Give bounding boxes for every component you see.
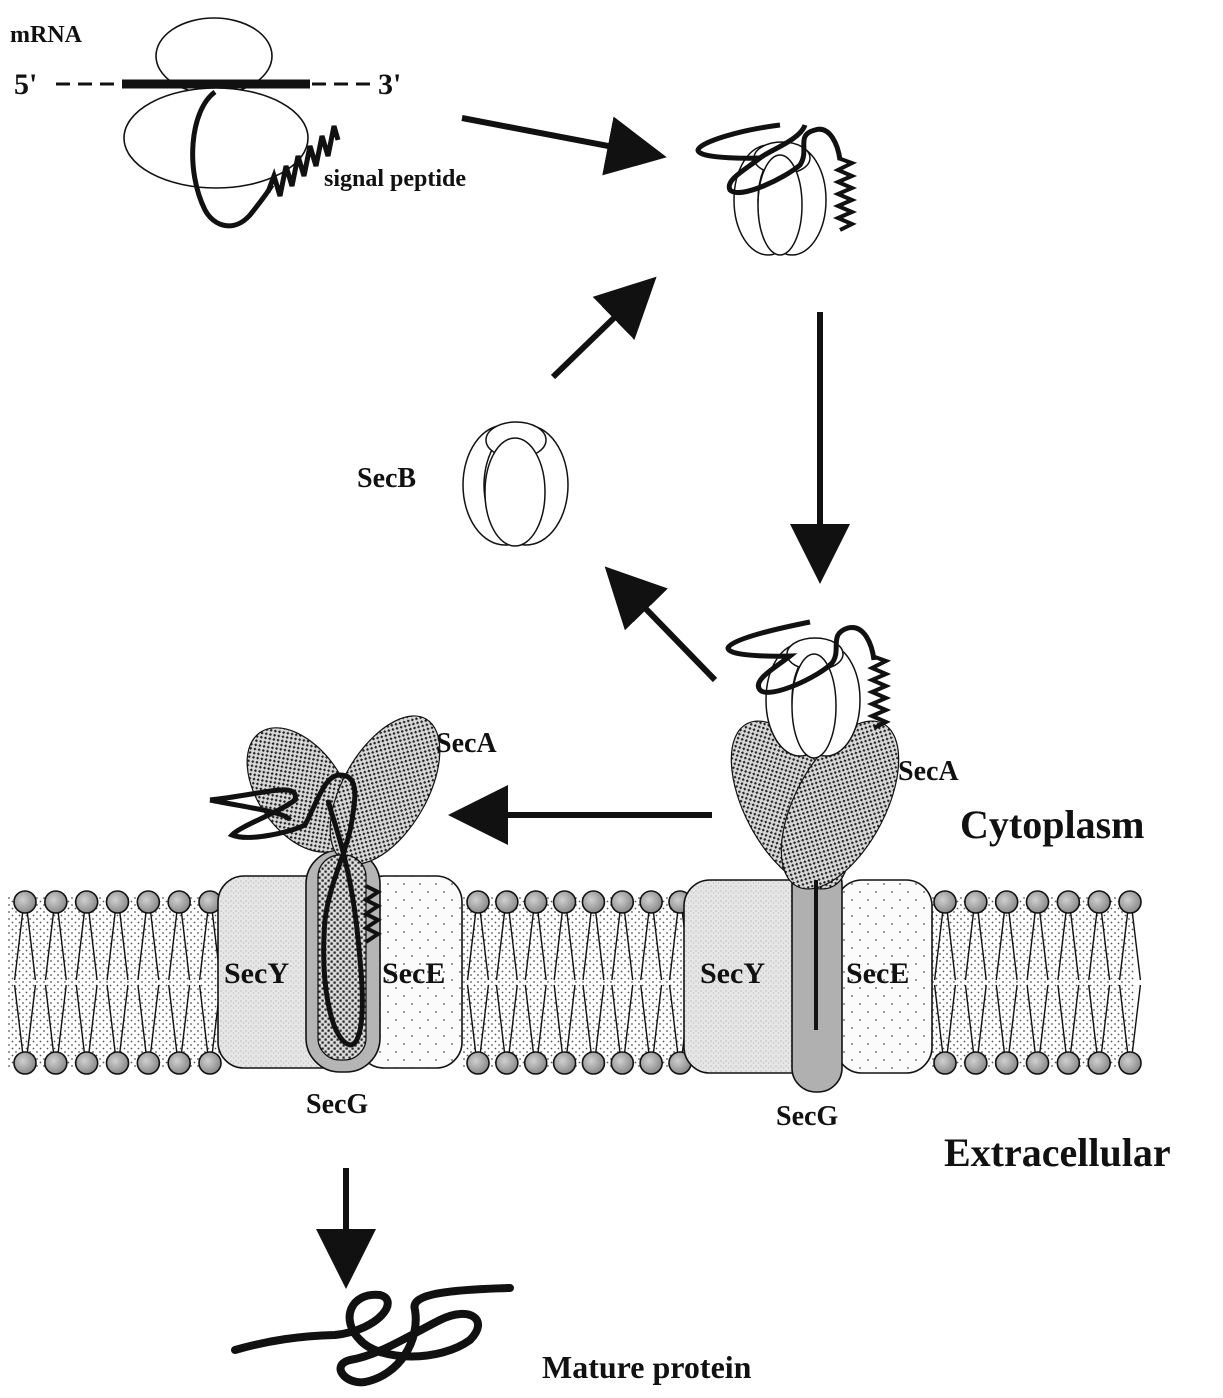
lipid-head (1119, 1052, 1141, 1074)
secy-right-label: SecY (700, 957, 765, 990)
lipid-head (496, 1052, 518, 1074)
translocon-left (210, 698, 462, 1072)
bilayer-right-core (930, 897, 1135, 1067)
lipid-head (168, 1052, 190, 1074)
bilayer-middle-core (462, 897, 687, 1067)
mrna-label: mRNA (10, 22, 83, 48)
lipid-head (1057, 1052, 1079, 1074)
lipid-head (996, 891, 1018, 913)
secb-label: SecB (357, 463, 416, 494)
mature-protein (235, 1288, 510, 1382)
lipid-head (137, 1052, 159, 1074)
lipid-head (107, 1052, 129, 1074)
lipid-head (1057, 891, 1079, 913)
lipid-bilayer (8, 891, 1141, 1074)
lipid-head (137, 891, 159, 913)
signal-peptide-label: signal peptide (324, 166, 466, 192)
lipid-head (1119, 891, 1141, 913)
lipid-head (168, 891, 190, 913)
sece-right-label: SecE (846, 957, 909, 990)
lipid-head (76, 891, 98, 913)
secb-preprotein-complex-top (698, 125, 852, 255)
secb-free (463, 422, 568, 546)
ribosome-large-subunit (124, 88, 308, 188)
lipid-head (14, 891, 36, 913)
sece-left-label: SecE (382, 957, 445, 990)
lipid-head (1027, 1052, 1049, 1074)
secg-left-label: SecG (306, 1089, 368, 1120)
lipid-head (996, 1052, 1018, 1074)
lipid-head (611, 1052, 633, 1074)
lipid-head (107, 891, 129, 913)
lipid-head (1088, 1052, 1110, 1074)
lipid-head (199, 1052, 221, 1074)
arrows (346, 118, 820, 1277)
lipid-head (76, 1052, 98, 1074)
three-prime-label: 3' (378, 68, 401, 101)
lipid-head (14, 1052, 36, 1074)
lipid-head (582, 1052, 604, 1074)
lipid-head (554, 891, 576, 913)
lipid-head (640, 891, 662, 913)
lipid-head (467, 891, 489, 913)
translocon-right (684, 622, 932, 1092)
cytoplasm-label: Cytoplasm (960, 802, 1144, 847)
lipid-head (525, 1052, 547, 1074)
lipid-head (965, 1052, 987, 1074)
lipid-head (45, 1052, 67, 1074)
lipid-head (611, 891, 633, 913)
arrow-secb-to-complex (553, 285, 648, 377)
lipid-head (45, 891, 67, 913)
secy-left-label: SecY (224, 957, 289, 990)
ribosome (56, 18, 372, 226)
lipid-head (640, 1052, 662, 1074)
lipid-head (467, 1052, 489, 1074)
lipid-head (1088, 891, 1110, 913)
lipid-head (1027, 891, 1049, 913)
seca-left-label: SecA (436, 728, 497, 759)
secg-right-label: SecG (776, 1101, 838, 1132)
arrow-release-secb (613, 575, 715, 680)
lipid-head (554, 1052, 576, 1074)
extracellular-label: Extracellular (944, 1130, 1171, 1175)
lipid-head (934, 1052, 956, 1074)
arrow-ribosome-to-secb (462, 118, 655, 155)
lipid-head (582, 891, 604, 913)
lipid-head (496, 891, 518, 913)
lipid-head (525, 891, 547, 913)
seca-right-label: SecA (898, 756, 959, 787)
lipid-head (934, 891, 956, 913)
lipid-head (965, 891, 987, 913)
mature-protein-label: Mature protein (542, 1349, 752, 1385)
five-prime-label: 5' (14, 68, 37, 101)
